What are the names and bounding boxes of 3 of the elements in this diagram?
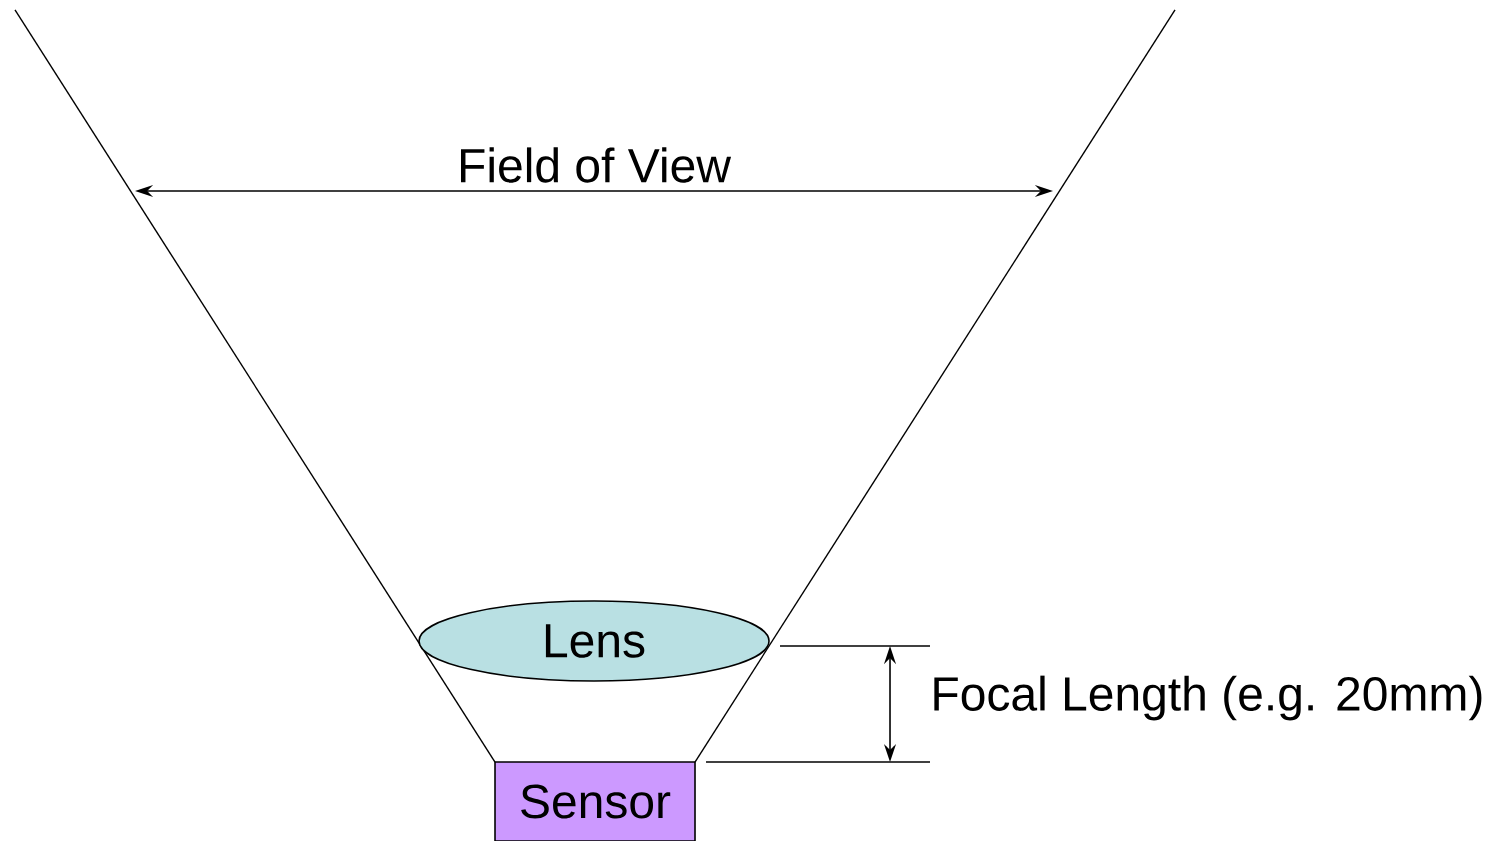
dimension-label: Field of View	[461, 147, 732, 183]
dimension-label: Focal Length (e.g. 20mm)	[934, 675, 1482, 721]
sensor-box: Sensor	[494, 761, 696, 841]
